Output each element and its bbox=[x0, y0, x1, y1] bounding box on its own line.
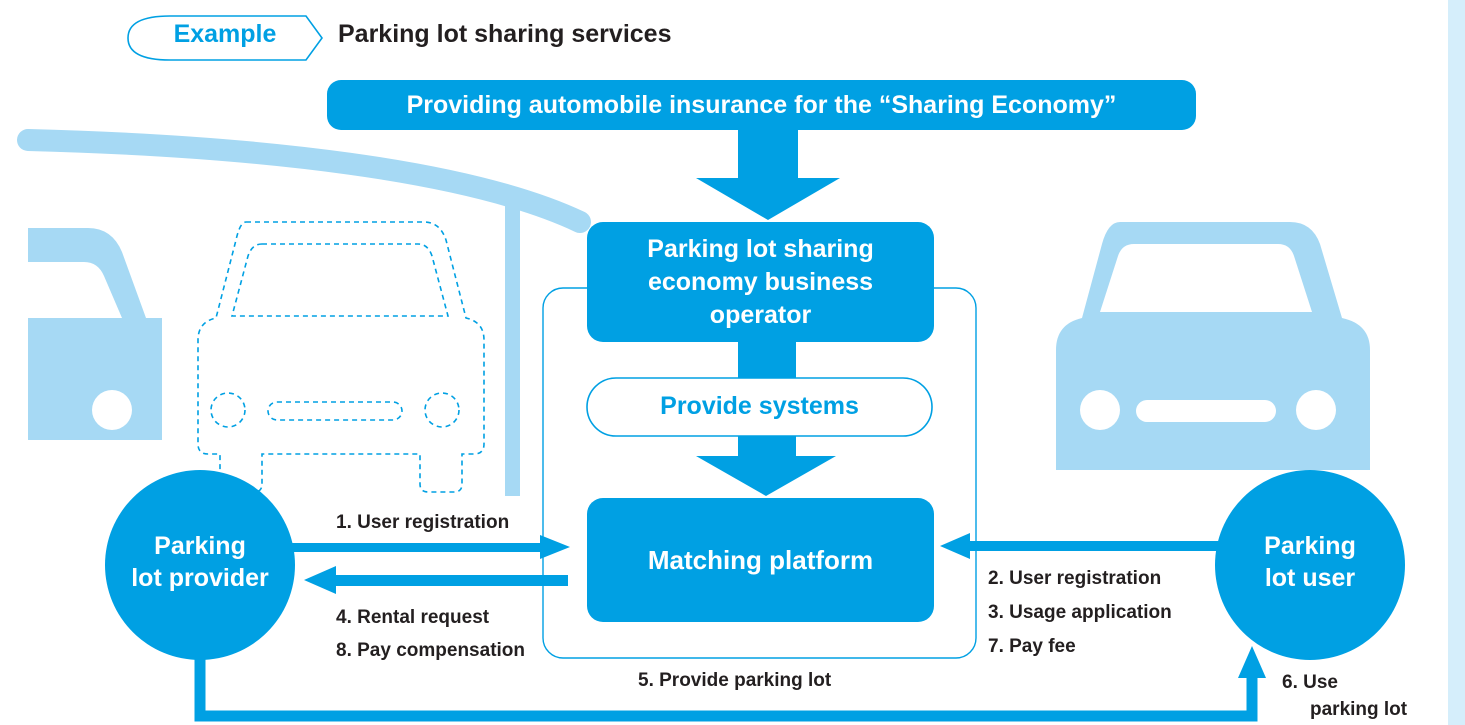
example-tag-shape bbox=[127, 15, 323, 61]
provide-systems-label: Provide systems bbox=[660, 392, 859, 420]
page-title: Parking lot sharing services bbox=[338, 20, 672, 48]
provider-label-line-2: lot provider bbox=[131, 564, 269, 592]
carport-roof-icon bbox=[17, 129, 591, 496]
matching-platform-box: Matching platform bbox=[587, 498, 934, 622]
arrow-left-icon bbox=[940, 533, 1222, 559]
arrow-down-icon bbox=[696, 124, 840, 220]
operator-line-2: economy business bbox=[647, 267, 874, 296]
user-label-line-1: Parking bbox=[1264, 532, 1356, 560]
parked-car-icon bbox=[28, 228, 162, 440]
provider-label: Parking lot provider bbox=[105, 530, 295, 594]
step-2-label: 2. User registration bbox=[988, 568, 1162, 589]
example-tag: Example bbox=[173, 20, 277, 48]
step-3-label: 3. Usage application bbox=[988, 602, 1172, 623]
user-circle-shape bbox=[1215, 470, 1405, 660]
step-7-label: 7. Pay fee bbox=[988, 636, 1076, 657]
provide-systems-shape bbox=[586, 377, 933, 437]
step-5-label: 5. Provide parking lot bbox=[638, 670, 832, 691]
step-6-label-line-1: 6. Use bbox=[1282, 672, 1338, 693]
step-4-label: 4. Rental request bbox=[336, 607, 490, 628]
step-8-label: 8. Pay compensation bbox=[336, 640, 526, 661]
provider-circle-shape bbox=[105, 470, 295, 660]
step-1-label: 1. User registration bbox=[336, 512, 510, 533]
provider-label-line-1: Parking bbox=[154, 532, 246, 560]
arrow-down-icon bbox=[696, 436, 836, 496]
operator-box: Parking lot sharing economy business ope… bbox=[587, 222, 934, 342]
side-panel bbox=[1448, 0, 1465, 725]
arrow-up-icon bbox=[194, 646, 1266, 722]
operator-line-1: Parking lot sharing bbox=[647, 234, 874, 263]
parked-car-icon bbox=[1056, 222, 1370, 470]
matching-platform-label: Matching platform bbox=[647, 544, 874, 575]
user-label: Parking lot user bbox=[1215, 530, 1405, 594]
step-6-label-line-2: parking lot bbox=[1310, 699, 1408, 720]
user-label-line-2: lot user bbox=[1264, 564, 1356, 592]
insurance-banner: Providing automobile insurance for the “… bbox=[327, 80, 1196, 130]
insurance-banner-text: Providing automobile insurance for the “… bbox=[406, 90, 1117, 119]
operator-line-3: operator bbox=[709, 300, 812, 329]
dashed-car-outline-icon bbox=[197, 221, 485, 493]
arrow-left-icon bbox=[304, 566, 568, 594]
arrow-right-icon bbox=[290, 535, 570, 559]
